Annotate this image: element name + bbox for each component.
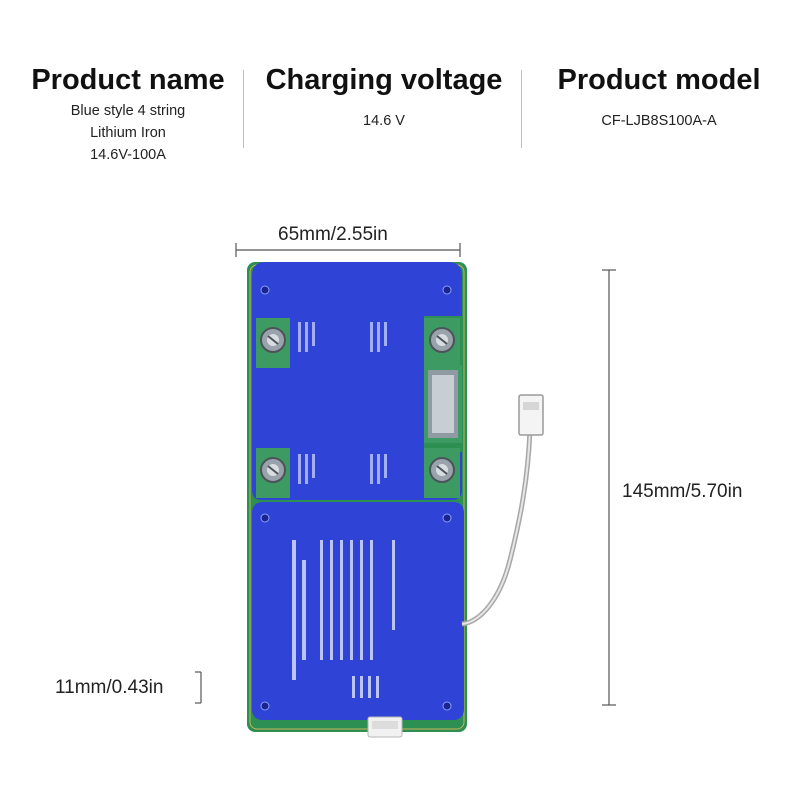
length-dimension-line [602, 269, 616, 706]
spec-divider-1 [243, 70, 244, 148]
spec-charging-voltage: Charging voltage 14.6 V [252, 60, 516, 132]
thickness-dimension-label: 11mm/0.43in [55, 677, 164, 698]
product-name-title: Product name [31, 64, 225, 96]
charging-voltage-title: Charging voltage [265, 64, 503, 96]
balance-connector [367, 716, 403, 738]
terminal-markings [298, 322, 387, 484]
spec-divider-2 [521, 70, 522, 148]
blue-cover-main [252, 502, 464, 720]
right-heatsink [424, 365, 462, 443]
charging-voltage-value: 14.6 V [363, 113, 405, 129]
product-model-title: Product model [557, 64, 761, 96]
product-name-line-2: Lithium Iron [90, 125, 166, 141]
spec-product-name: Product name Blue style 4 string Lithium… [18, 60, 238, 166]
cover-spec-print [292, 540, 395, 698]
cover-rivets [260, 285, 452, 711]
product-model-value: CF-LJB8S100A-A [601, 113, 717, 129]
terminal-b-bottom [424, 448, 460, 498]
spec-product-model: Product model CF-LJB8S100A-A [532, 60, 786, 132]
product-name-line-3: 14.6V-100A [90, 147, 166, 163]
width-dimension-line [235, 243, 461, 257]
terminal-b-top [424, 318, 460, 368]
temperature-sensor-cable [461, 394, 544, 627]
length-dimension-label: 145mm/5.70in [622, 481, 743, 502]
terminal-p-top [256, 318, 290, 368]
thickness-dimension-line [195, 671, 202, 704]
product-name-line-1: Blue style 4 string [70, 103, 186, 119]
width-dimension-label: 65mm/2.55in [278, 224, 388, 245]
terminal-p-bottom [256, 448, 290, 498]
